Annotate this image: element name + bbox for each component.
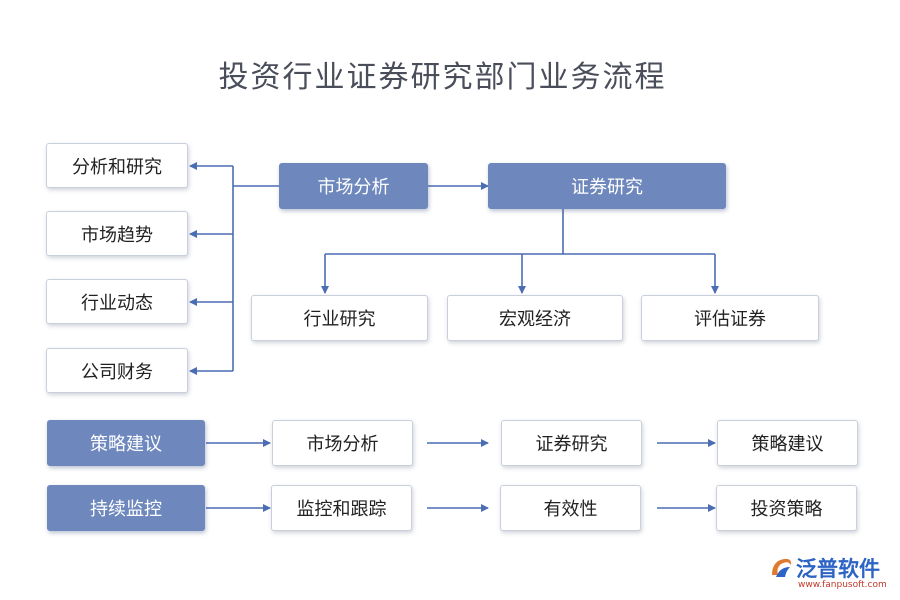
node-strategy-step-2: 证券研究 bbox=[501, 420, 642, 466]
node-securities-research: 证券研究 bbox=[488, 163, 726, 209]
node-securities-valuation: 评估证券 bbox=[641, 295, 819, 341]
node-monitor-step-2: 有效性 bbox=[500, 485, 641, 531]
fanpu-logo-icon bbox=[772, 558, 792, 577]
node-analysis-research: 分析和研究 bbox=[46, 143, 188, 188]
node-strategy-step-1: 市场分析 bbox=[272, 420, 413, 466]
node-industry-news: 行业动态 bbox=[46, 279, 188, 324]
node-market-analysis: 市场分析 bbox=[279, 163, 428, 209]
node-monitor-step-3: 投资策略 bbox=[716, 485, 857, 531]
fanpu-logo: 泛普软件 www.fanpusoft.com bbox=[768, 553, 896, 595]
node-monitor-label: 持续监控 bbox=[47, 485, 205, 531]
node-market-trend: 市场趋势 bbox=[46, 211, 188, 256]
logo-name: 泛普软件 bbox=[796, 557, 880, 581]
node-industry-research: 行业研究 bbox=[251, 295, 428, 341]
diagram-title: 投资行业证券研究部门业务流程 bbox=[218, 60, 667, 95]
node-macro-economy: 宏观经济 bbox=[447, 295, 623, 341]
node-strategy-label: 策略建议 bbox=[47, 420, 205, 466]
logo-url: www.fanpusoft.com bbox=[798, 580, 887, 590]
node-strategy-step-3: 策略建议 bbox=[717, 420, 858, 466]
node-company-finance: 公司财务 bbox=[46, 348, 188, 393]
node-monitor-step-1: 监控和跟踪 bbox=[271, 485, 412, 531]
